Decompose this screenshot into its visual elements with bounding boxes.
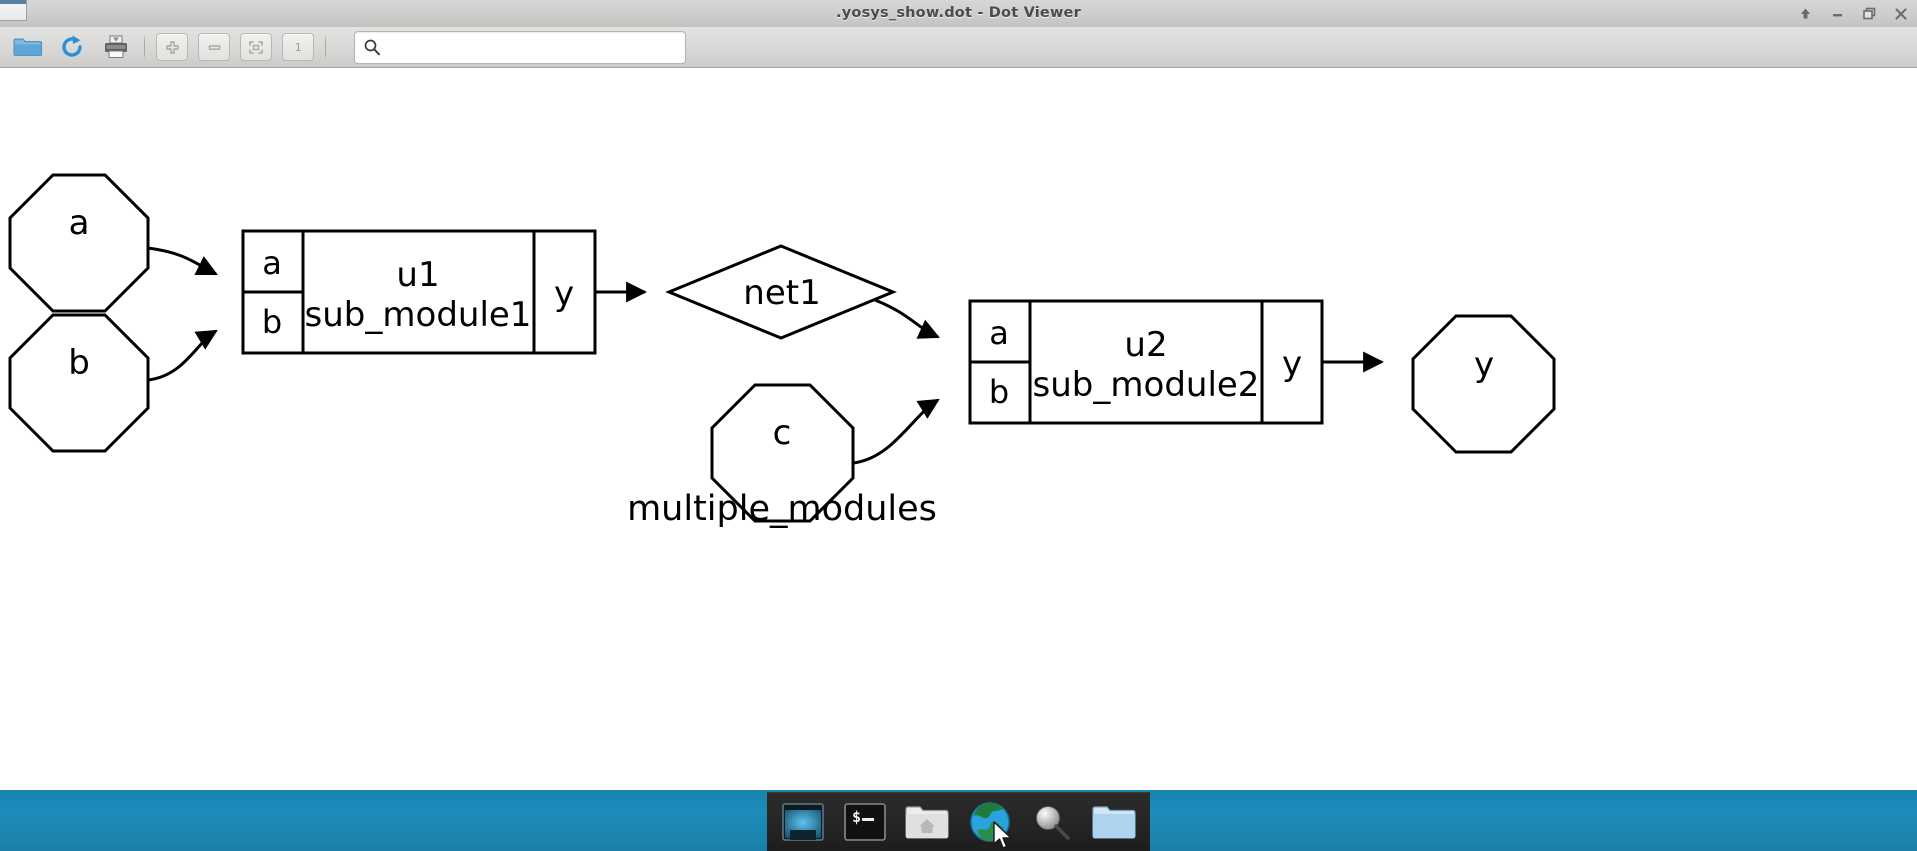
title-bar[interactable]: .yosys_show.dot - Dot Viewer: [0, 0, 1917, 28]
close-icon: [1895, 8, 1907, 19]
u2-port-y-label: y: [1282, 344, 1302, 384]
search-tool-icon[interactable]: [1028, 797, 1076, 847]
u2-title-label: u2: [1124, 325, 1167, 365]
svg-text:$: $: [852, 808, 861, 826]
folder-icon: [1092, 806, 1136, 839]
edge-c-to-u2b: [852, 398, 940, 465]
node-net1-label: net1: [743, 273, 820, 313]
reload-icon: [62, 35, 82, 57]
zoom-in-button[interactable]: [156, 33, 188, 61]
printer-icon: [105, 35, 127, 58]
search-icon: [363, 38, 381, 56]
search-input[interactable]: [387, 35, 671, 59]
edge-net1-to-u2a: [874, 298, 940, 339]
fit-to-window-icon: [249, 40, 263, 54]
node-input-c-label: c: [773, 413, 792, 453]
magnifier-icon: [1035, 806, 1070, 840]
mouse-cursor: [993, 821, 1012, 849]
show-desktop-icon[interactable]: [779, 797, 827, 847]
node-module-u1[interactable]: [241, 229, 597, 355]
u2-subtitle-label: sub_module2: [1033, 365, 1260, 405]
zoom-100-label: 1: [294, 40, 302, 54]
up-arrow-icon: [1800, 8, 1810, 19]
plus-icon: [165, 40, 179, 54]
node-input-c[interactable]: [710, 383, 855, 523]
u1-port-b-label: b: [262, 303, 282, 341]
minimize-button[interactable]: [1827, 4, 1847, 24]
dot-graph: a b c a b u1 sub_module1 y net1 a b u2 s…: [8, 173, 1556, 529]
u1-title-label: u1: [396, 255, 439, 295]
u1-port-y-label: y: [554, 274, 574, 314]
window-controls: [1795, 0, 1911, 27]
search-box[interactable]: [354, 30, 686, 64]
graph-caption: multiple_modules: [627, 489, 937, 529]
zoom-fit-button[interactable]: [240, 33, 272, 61]
node-output-y[interactable]: [1411, 314, 1556, 454]
window-title: .yosys_show.dot - Dot Viewer: [836, 5, 1081, 21]
minimize-icon: [1832, 14, 1842, 17]
u1-subtitle-label: sub_module1: [305, 295, 532, 335]
node-net1[interactable]: [665, 244, 897, 340]
edge-b-to-u1b: [147, 329, 218, 382]
open-button[interactable]: [6, 29, 50, 65]
node-input-a-label: a: [69, 203, 90, 243]
node-input-a[interactable]: [8, 173, 150, 313]
folder-open-icon: [13, 38, 42, 56]
file-manager-icon[interactable]: [1090, 797, 1138, 847]
u2-port-b-label: b: [989, 373, 1009, 411]
toolbar: 1: [0, 27, 1917, 68]
window-menu-tab[interactable]: [0, 0, 27, 21]
edge-a-to-u1a: [147, 246, 218, 276]
zoom-100-button[interactable]: 1: [282, 33, 314, 61]
toolbar-separator-2: [325, 34, 326, 60]
terminal-icon[interactable]: $: [841, 797, 889, 847]
u1-port-a-label: a: [262, 244, 282, 282]
reload-button[interactable]: [50, 29, 94, 65]
taskbar-dock: $: [767, 792, 1150, 851]
home-folder-icon[interactable]: [903, 797, 951, 847]
shade-button[interactable]: [1795, 4, 1815, 24]
graph-canvas[interactable]: a b c a b u1 sub_module1 y net1 a b u2 s…: [0, 68, 1917, 790]
print-button[interactable]: [94, 29, 138, 65]
desktop-window-icon: [782, 803, 824, 841]
node-input-b[interactable]: [8, 313, 150, 453]
restore-icon: [1862, 7, 1875, 20]
toolbar-separator-1: [144, 34, 145, 60]
node-module-u2[interactable]: [968, 299, 1324, 425]
close-button[interactable]: [1891, 4, 1911, 24]
zoom-out-button[interactable]: [198, 33, 230, 61]
minus-icon: [208, 44, 220, 50]
node-input-b-label: b: [68, 343, 90, 383]
restore-button[interactable]: [1859, 4, 1879, 24]
folder-home-icon: [905, 806, 950, 839]
u2-port-a-label: a: [989, 314, 1009, 352]
terminal-window-icon: $: [844, 803, 887, 841]
node-output-y-label: y: [1474, 345, 1494, 385]
